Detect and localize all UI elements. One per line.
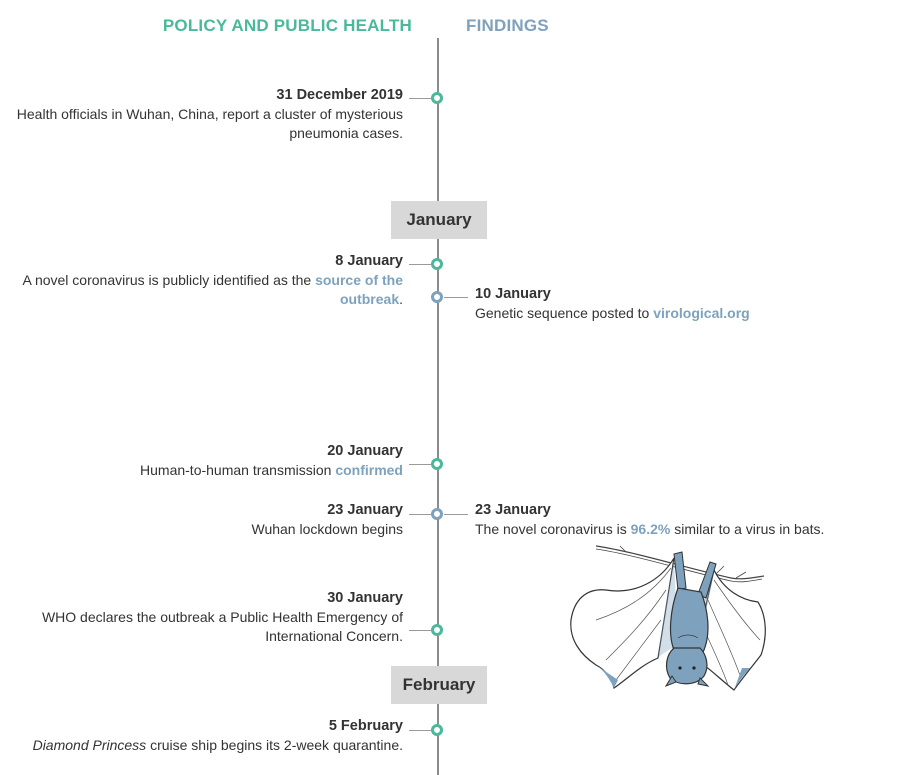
event-feb5: 5 February Diamond Princess cruise ship … — [3, 717, 403, 755]
policy-node — [431, 624, 443, 636]
connector — [409, 464, 432, 465]
event-text: The novel coronavirus is — [475, 521, 631, 537]
event-description: Health officials in Wuhan, China, report… — [16, 106, 403, 141]
findings-column-header: FINDINGS — [466, 16, 549, 35]
event-text: . — [399, 291, 403, 307]
policy-column-header: POLICY AND PUBLIC HEALTH — [162, 16, 412, 35]
event-dec31: 31 December 2019 Health officials in Wuh… — [3, 86, 403, 143]
event-date: 23 January — [475, 502, 551, 518]
month-label-january: January — [391, 201, 487, 239]
event-date: 8 January — [335, 253, 403, 269]
connector — [409, 630, 432, 631]
event-date: 10 January — [475, 286, 551, 302]
month-label-february: February — [391, 666, 487, 704]
event-jan23-finding: 23 January The novel coronavirus is 96.2… — [475, 501, 895, 539]
event-description: Wuhan lockdown begins — [251, 521, 403, 537]
event-jan20: 20 January Human-to-human transmission c… — [3, 442, 403, 480]
virological-link[interactable]: virological.org — [653, 305, 750, 321]
event-jan23-policy: 23 January Wuhan lockdown begins — [3, 501, 403, 539]
event-text: A novel coronavirus is publicly identifi… — [22, 272, 316, 288]
event-text: cruise ship begins its 2-week quarantine… — [146, 737, 403, 753]
policy-node — [431, 258, 443, 270]
connector — [409, 730, 432, 731]
event-description: Diamond Princess cruise ship begins its … — [3, 736, 403, 755]
policy-node — [431, 724, 443, 736]
connector — [409, 264, 432, 265]
connector — [409, 98, 432, 99]
event-date: 30 January — [327, 590, 403, 606]
event-text: Human-to-human transmission — [140, 462, 336, 478]
source-of-outbreak-link[interactable]: source of the outbreak — [315, 272, 403, 307]
similarity-link[interactable]: 96.2% — [630, 521, 671, 537]
event-jan8: 8 January A novel coronavirus is publicl… — [3, 252, 403, 309]
ship-name: Diamond Princess — [32, 737, 147, 753]
event-date: 31 December 2019 — [276, 87, 403, 103]
event-date: 5 February — [328, 718, 403, 734]
event-date: 23 January — [327, 502, 403, 518]
event-text: similar to a virus in bats. — [670, 521, 825, 537]
bat-icon — [570, 545, 766, 691]
event-description: Genetic sequence posted to virological.o… — [475, 304, 875, 323]
finding-node — [431, 508, 443, 520]
policy-node — [431, 92, 443, 104]
event-jan10: 10 January Genetic sequence posted to vi… — [475, 285, 875, 323]
policy-node — [431, 458, 443, 470]
event-text: Genetic sequence posted to — [475, 305, 654, 321]
connector — [409, 514, 432, 515]
confirmed-link[interactable]: confirmed — [335, 462, 403, 478]
event-date: 20 January — [327, 443, 403, 459]
finding-node — [431, 291, 443, 303]
connector — [444, 297, 468, 298]
event-description: WHO declares the outbreak a Public Healt… — [41, 609, 403, 644]
event-description: The novel coronavirus is 96.2% similar t… — [475, 520, 895, 539]
timeline-axis — [437, 38, 439, 775]
event-description: A novel coronavirus is publicly identifi… — [3, 271, 403, 309]
event-jan30: 30 January WHO declares the outbreak a P… — [3, 589, 403, 646]
event-description: Human-to-human transmission confirmed — [3, 461, 403, 480]
connector — [444, 514, 468, 515]
